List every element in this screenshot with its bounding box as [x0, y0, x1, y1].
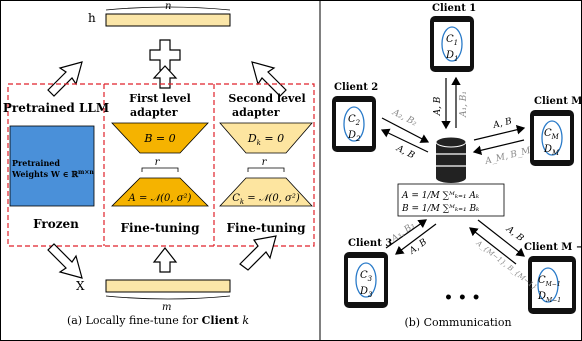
- second-bottom: Fine-tuning: [226, 221, 306, 235]
- first-title-line2: adapter: [130, 106, 178, 119]
- c2-to-label: A₂, B₂: [390, 107, 419, 128]
- aggregation-A: A = 1/M ∑ᴹₖ₌₁ Aₖ: [401, 191, 480, 201]
- arrow-up-left-icon: [251, 61, 287, 97]
- pretrained-weights-line1: Pretrained: [12, 158, 60, 168]
- first-r-label: r: [155, 157, 161, 168]
- client-M-1-C: CM−1: [538, 275, 561, 288]
- pretrained-weights-line2: Weights W ∈ ℝm×n: [11, 169, 94, 179]
- client-M-1-tablet: CM−1 DM−1: [528, 256, 576, 314]
- arrow-up-right-icon: [47, 61, 83, 97]
- input-dim: m: [162, 302, 171, 313]
- second-C-trapezoid: [219, 177, 313, 207]
- input-bar: [105, 279, 231, 293]
- client-2-D: D2: [347, 130, 361, 143]
- client-M-1-label: Client M −: [524, 242, 582, 253]
- c3-to-server-arrow: [385, 219, 427, 249]
- aggregation-box: [397, 183, 505, 217]
- c2-from-label: A, B: [394, 143, 417, 161]
- client-3-tablet: C3 D3: [344, 252, 388, 308]
- second-title-line2: adapter: [232, 106, 280, 119]
- client-1-C: C1: [446, 34, 458, 47]
- up-arrow-icon: [152, 65, 178, 89]
- c1-up-label: A₁, B₁: [459, 91, 469, 118]
- cm1-to-server-arrow: [469, 227, 517, 265]
- c3-from-label: A, B: [407, 237, 429, 257]
- second-r-brace: [247, 167, 285, 172]
- second-title-line1: Second level: [228, 92, 305, 105]
- first-B-trapezoid: [111, 122, 209, 154]
- client-3-D: D3: [359, 286, 373, 299]
- client-M-C: CM: [544, 128, 560, 141]
- pretrained-weights-box: [9, 125, 95, 207]
- output-dim: n: [165, 1, 171, 12]
- frozen-label: Frozen: [33, 217, 79, 231]
- cm-to-label: A_M, B_M: [483, 146, 532, 167]
- cm-from-label: A, B: [491, 117, 513, 132]
- c3-from-server-arrow: [395, 223, 437, 255]
- output-bar: [105, 13, 231, 27]
- input-label: X: [76, 279, 85, 293]
- cm-to-server-arrow: [472, 139, 525, 155]
- first-A-label: A = 𝒩(0, σ²): [128, 193, 192, 204]
- caption-a: (a) Locally fine-tune for Client k: [67, 314, 249, 327]
- server-database-icon: [435, 136, 467, 183]
- client-2-tablet: C2 D2: [332, 96, 376, 152]
- left-panel: h n Pretrained LLM Pretrained Weights W …: [3, 1, 315, 327]
- ellipsis: • • •: [444, 290, 481, 306]
- client-2-C: C2: [348, 114, 361, 127]
- cm1-from-server-arrow: [477, 219, 525, 257]
- first-bottom: Fine-tuning: [120, 221, 200, 235]
- arrow-up-right-bottom-icon: [239, 235, 277, 271]
- output-brace: [105, 6, 231, 11]
- c2-to-server-arrow: [381, 117, 430, 143]
- aggregation-B: B = 1/M ∑ᴹₖ₌₁ Bₖ: [401, 204, 480, 214]
- client-1-label: Client 1: [432, 3, 476, 14]
- client-3-label: Client 3: [348, 238, 392, 249]
- cm1-from-label: A, B: [503, 224, 525, 244]
- first-r-brace: [141, 167, 179, 172]
- client-M-label: Client M: [534, 96, 582, 107]
- caption-b: (b) Communication: [404, 316, 511, 329]
- first-A-trapezoid: [111, 177, 209, 207]
- right-panel: A = 1/M ∑ᴹₖ₌₁ Aₖ B = 1/M ∑ᴹₖ₌₁ Bₖ Client…: [332, 3, 582, 329]
- adapter-container: [7, 83, 315, 247]
- first-B-label: B = 0: [143, 132, 175, 145]
- first-title-line1: First level: [129, 92, 191, 105]
- c2-from-server-arrow: [380, 128, 429, 153]
- client-1-tablet: C1 D1: [430, 16, 474, 72]
- client-3-C: C3: [360, 270, 373, 283]
- cm-from-server-arrow: [473, 125, 526, 141]
- second-D-label: Dk = 0: [247, 132, 284, 147]
- client-M-D: DM: [543, 144, 560, 157]
- client-1-D: D1: [445, 50, 459, 63]
- client-M-tablet: CM DM: [530, 110, 574, 166]
- arrow-down-right-icon: [47, 243, 83, 279]
- client-2-label: Client 2: [334, 82, 378, 93]
- second-r-label: r: [262, 157, 268, 168]
- pretrained-title: Pretrained LLM: [3, 101, 109, 115]
- second-C-label: Ck = 𝒩(0, σ²): [232, 193, 300, 206]
- client-M-1-D: DM−1: [537, 291, 561, 304]
- c1-down-label: A, B: [433, 96, 443, 116]
- plus-icon: [149, 39, 181, 71]
- input-up-arrow-icon: [152, 247, 178, 273]
- second-D-trapezoid: [219, 122, 313, 154]
- input-brace: [105, 295, 231, 300]
- output-label: h: [88, 11, 96, 25]
